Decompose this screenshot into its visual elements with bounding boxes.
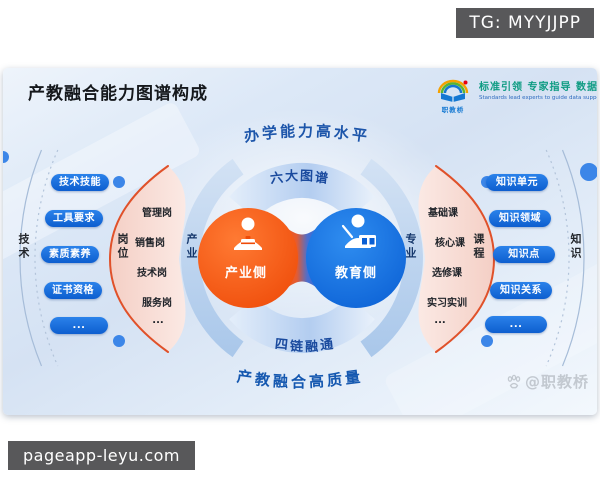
education-side-label: 教育侧 bbox=[334, 266, 377, 281]
site-watermark-badge: pageapp-leyu.com bbox=[8, 441, 196, 470]
course-item: 核心课 bbox=[435, 238, 465, 249]
side-label-technology: 技术 bbox=[17, 233, 30, 261]
left-dashed-arc bbox=[34, 149, 59, 367]
slide-card: 产教融合能力图谱构成 职教桥 标准引领 专家指导 数据支撑 Standards … bbox=[3, 68, 597, 415]
left-outer-arc bbox=[19, 149, 43, 367]
bottom-arc-label: 四链融通 bbox=[274, 336, 336, 355]
knowledge-pill: 知识单元 bbox=[486, 174, 548, 191]
education-blob bbox=[306, 208, 406, 308]
top-caption: 办学能力高水平 bbox=[242, 122, 372, 146]
skill-pill: ... bbox=[50, 317, 108, 334]
dot-decoration bbox=[113, 176, 125, 188]
skill-pill: 技术技能 bbox=[51, 174, 109, 191]
side-label-posts: 岗位 bbox=[116, 233, 129, 261]
corner-watermark: @职教桥 bbox=[506, 371, 589, 392]
brand-block: 职教桥 标准引领 专家指导 数据支撑 Standards lead expert… bbox=[433, 78, 597, 114]
skill-pill: 素质素养 bbox=[41, 246, 99, 263]
post-item: 管理岗 bbox=[142, 208, 172, 219]
industry-ring-segment bbox=[181, 158, 244, 358]
industry-blob bbox=[198, 208, 298, 308]
industry-side-label: 产业侧 bbox=[224, 266, 267, 281]
posts-crescent bbox=[110, 166, 186, 352]
post-item: 销售岗 bbox=[135, 238, 165, 249]
tg-watermark-badge: TG: MYYJJPP bbox=[456, 8, 594, 38]
knowledge-pill: ... bbox=[485, 316, 547, 333]
top-ribbon bbox=[229, 162, 375, 220]
business-person-icon bbox=[234, 217, 262, 250]
right-outer-arc bbox=[561, 149, 585, 367]
post-item: ... bbox=[152, 315, 164, 326]
course-item: 实习实训 bbox=[427, 298, 467, 309]
posts-crescent-edge bbox=[108, 165, 169, 353]
ring-label-major: 专业 bbox=[404, 233, 417, 261]
course-item: ... bbox=[434, 315, 446, 326]
skill-pill: 证书资格 bbox=[44, 282, 102, 299]
brand-slogan-en: Standards lead experts to guide data sup… bbox=[479, 95, 597, 101]
paw-icon bbox=[507, 374, 521, 388]
dot-decoration bbox=[580, 163, 597, 181]
side-label-courses: 课程 bbox=[472, 233, 485, 261]
rainbow-book-icon bbox=[437, 79, 469, 102]
capability-map-diagram bbox=[3, 149, 597, 367]
right-dashed-arc bbox=[545, 149, 570, 367]
dot-decoration bbox=[113, 335, 125, 347]
bottom-caption: 产教融合高质量 bbox=[235, 367, 365, 391]
knowledge-pill: 知识关系 bbox=[490, 282, 552, 299]
courses-crescent bbox=[418, 166, 494, 352]
skill-pill: 工具要求 bbox=[45, 210, 103, 227]
page-title: 产教融合能力图谱构成 bbox=[28, 84, 208, 104]
knowledge-pill: 知识领域 bbox=[489, 210, 551, 227]
brand-logo: 职教桥 bbox=[433, 78, 473, 114]
brand-slogan-cn: 标准引领 专家指导 数据支撑 bbox=[479, 82, 597, 93]
ring-label-industry: 产业 bbox=[185, 233, 198, 261]
post-item: 服务岗 bbox=[142, 298, 172, 309]
corner-watermark-text: @职教桥 bbox=[524, 373, 589, 391]
top-arc-label: 六大图谱 bbox=[269, 169, 331, 188]
course-item: 基础课 bbox=[428, 208, 458, 219]
knowledge-pill: 知识点 bbox=[493, 246, 555, 263]
major-ring-segment bbox=[360, 158, 423, 358]
post-item: 技术岗 bbox=[137, 268, 167, 279]
teacher-icon bbox=[341, 214, 376, 248]
brand-logo-text: 职教桥 bbox=[441, 106, 465, 114]
bottom-ribbon bbox=[229, 296, 375, 354]
course-item: 选修课 bbox=[432, 268, 462, 279]
side-label-knowledge: 知识 bbox=[569, 233, 582, 261]
dot-decoration bbox=[3, 151, 9, 163]
dot-decoration bbox=[481, 335, 493, 347]
